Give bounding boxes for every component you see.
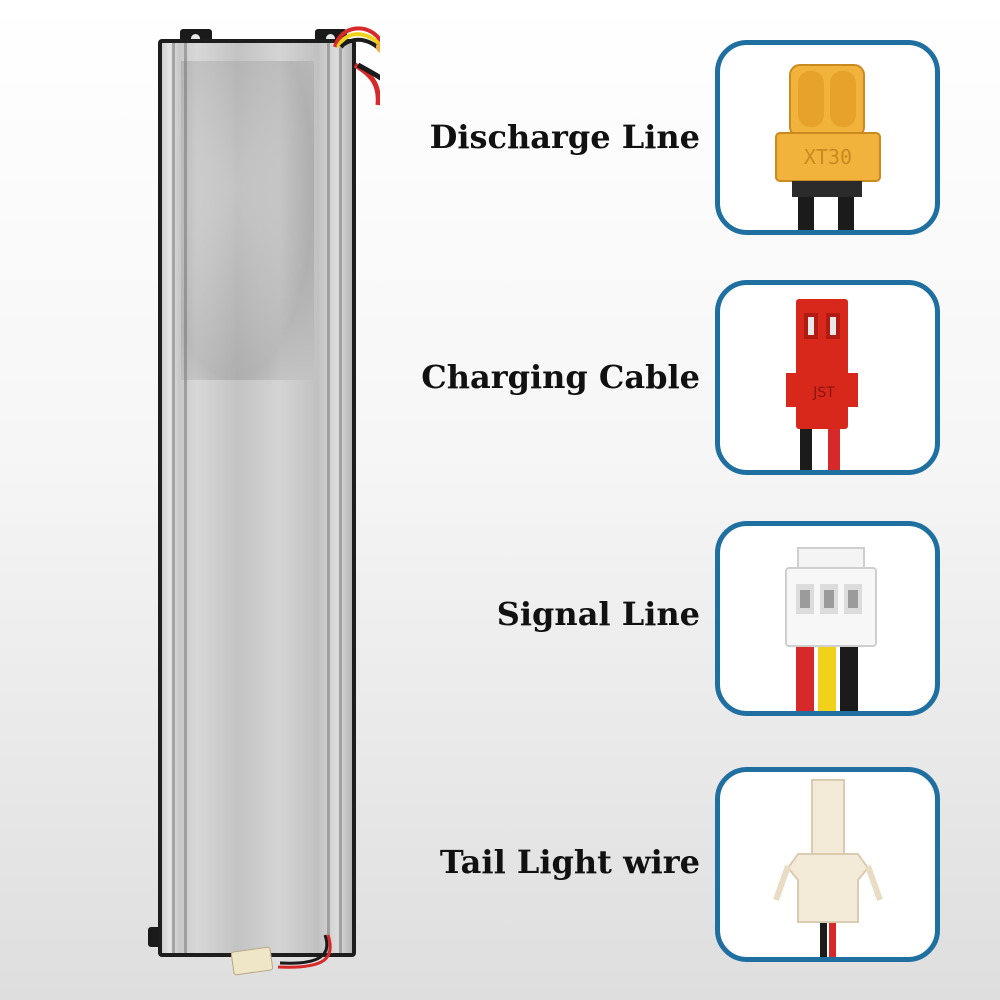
- battery-bottom-wire: [277, 934, 332, 969]
- tail-light-connector-card: [715, 767, 940, 962]
- label-discharge-line: Discharge Line: [429, 118, 700, 156]
- jst-marking: JST: [812, 385, 835, 401]
- xt30-connector-icon: XT30: [775, 64, 881, 230]
- jst-connector-icon: JST: [786, 299, 858, 470]
- label-charging-cable: Charging Cable: [421, 358, 700, 396]
- battery-top-wires: [333, 26, 380, 106]
- tail-light-connector-icon: [773, 779, 883, 957]
- label-tail-light-wire: Tail Light wire: [439, 843, 700, 881]
- signal-connector-card: [715, 521, 940, 716]
- charging-connector-card: JST: [715, 280, 940, 475]
- battery-casing: [158, 39, 356, 957]
- xt30-marking: XT30: [804, 145, 852, 169]
- battery-pack: [110, 25, 380, 985]
- signal-connector-icon: [785, 547, 877, 711]
- discharge-connector-card: XT30: [715, 40, 940, 235]
- label-signal-line: Signal Line: [496, 595, 700, 633]
